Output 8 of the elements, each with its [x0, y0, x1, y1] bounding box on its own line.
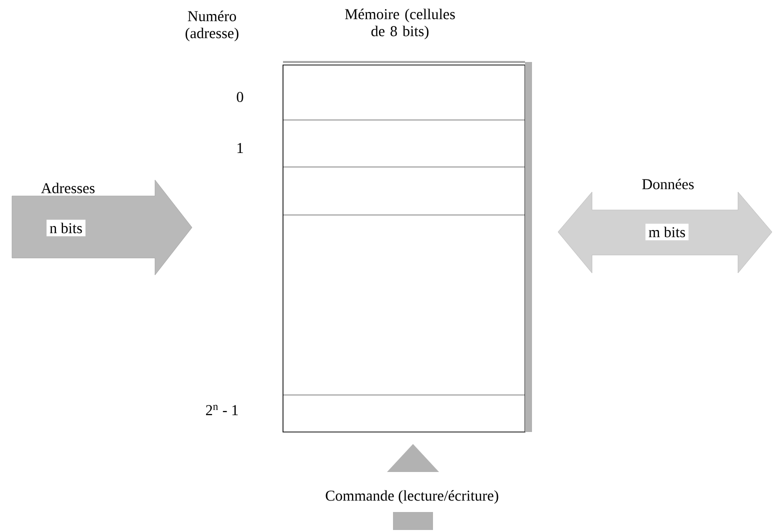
address-number: 1	[238, 143, 243, 153]
address-number: 2$^{n}$ - 1	[206, 404, 238, 416]
memory-box: Mémoire (cellules de 8 bits)	[282, 8, 532, 432]
address-number: 0	[236, 92, 244, 102]
column-heading: Numéro (adresse)	[186, 10, 238, 42]
node-label: Données	[642, 178, 694, 190]
node-label: Mémoire (cellules de 8 bits)	[345, 8, 455, 40]
node-label: Commande (lecture/écriture)	[326, 490, 498, 504]
